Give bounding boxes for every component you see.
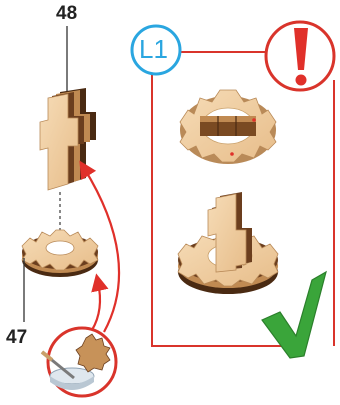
gear-assembled-view xyxy=(178,192,278,294)
glue-step-circle xyxy=(42,328,116,396)
part-47-gear xyxy=(22,230,98,277)
gear-top-view xyxy=(180,90,276,164)
part-number-48: 48 xyxy=(56,4,77,23)
arrow-glue-to-gear xyxy=(92,282,100,330)
part-number-47: 47 xyxy=(6,328,27,347)
warning-badge xyxy=(266,22,334,90)
l1-badge-label: L1 xyxy=(139,36,168,62)
